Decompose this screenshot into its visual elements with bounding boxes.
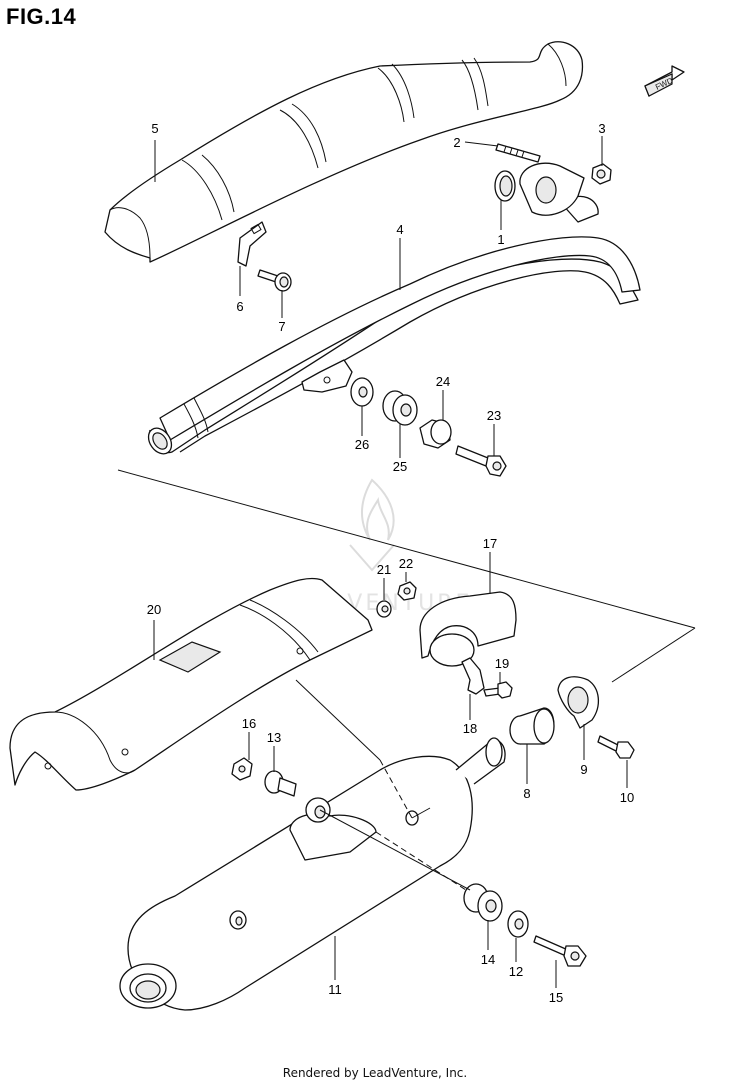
part-6-bracket xyxy=(237,221,267,267)
alignment-line xyxy=(411,807,431,819)
part-19-screw xyxy=(483,681,513,699)
part-17-end-cap xyxy=(419,591,517,667)
callout-14: 14 xyxy=(481,952,495,967)
part-21-washer xyxy=(376,600,392,618)
part-11-muffler xyxy=(119,737,506,1011)
alignment-line xyxy=(295,679,381,761)
callout-22: 22 xyxy=(399,556,413,571)
callout-5: 5 xyxy=(151,121,158,136)
part-12-washer xyxy=(507,910,529,938)
part-14-grommet xyxy=(463,883,503,922)
callout-24: 24 xyxy=(436,374,450,389)
callout-15: 15 xyxy=(549,990,563,1005)
group-separator-line xyxy=(117,469,696,629)
part-23-bolt xyxy=(455,445,507,477)
part-20-muffler-heat-shield xyxy=(9,577,373,791)
callout-4: 4 xyxy=(396,222,403,237)
callout-18: 18 xyxy=(463,721,477,736)
part-16-nut xyxy=(231,757,253,781)
part-22-nut xyxy=(397,581,417,601)
callout-7: 7 xyxy=(278,319,285,334)
forward-direction-arrow: FWD xyxy=(644,65,685,97)
part-3-nut xyxy=(591,163,612,185)
part-25-grommet xyxy=(382,390,418,426)
callout-23: 23 xyxy=(487,408,501,423)
alignment-dash xyxy=(375,831,467,891)
part-5-heat-shield xyxy=(104,41,584,263)
callout-leaders xyxy=(153,136,628,988)
figure-title: FIG.14 xyxy=(6,4,77,29)
part-13-collar xyxy=(264,770,297,797)
group-separator-line xyxy=(611,627,696,683)
part-8-sleeve xyxy=(509,707,555,745)
alignment-dash xyxy=(379,759,413,819)
part-18-bracket-clip xyxy=(461,657,485,695)
callout-19: 19 xyxy=(495,656,509,671)
exhaust-flange xyxy=(519,162,585,216)
callout-25: 25 xyxy=(393,459,407,474)
callout-20: 20 xyxy=(147,602,161,617)
callout-9: 9 xyxy=(580,762,587,777)
part-15-bolt xyxy=(533,935,587,967)
callout-3: 3 xyxy=(598,121,605,136)
callout-13: 13 xyxy=(267,730,281,745)
part-26-washer xyxy=(350,377,374,407)
callout-2: 2 xyxy=(453,135,460,150)
part-9-clamp xyxy=(557,676,599,729)
callout-11: 11 xyxy=(328,982,342,997)
callout-10: 10 xyxy=(620,790,634,805)
part-24-collar xyxy=(419,419,452,449)
part-1-gasket xyxy=(494,170,516,202)
callout-21: 21 xyxy=(377,562,391,577)
callout-16: 16 xyxy=(242,716,256,731)
footer-credit: Rendered by LeadVenture, Inc. xyxy=(282,1066,468,1080)
callout-1: 1 xyxy=(497,232,504,247)
callout-8: 8 xyxy=(523,786,530,801)
part-7-screw xyxy=(257,269,292,292)
callout-6: 6 xyxy=(236,299,243,314)
part-10-bolt xyxy=(597,735,635,759)
callout-17: 17 xyxy=(483,536,497,551)
fwd-label: FWD xyxy=(654,76,675,92)
callout-12: 12 xyxy=(509,964,523,979)
part-2-stud-bolt xyxy=(495,143,541,163)
callout-26: 26 xyxy=(355,437,369,452)
